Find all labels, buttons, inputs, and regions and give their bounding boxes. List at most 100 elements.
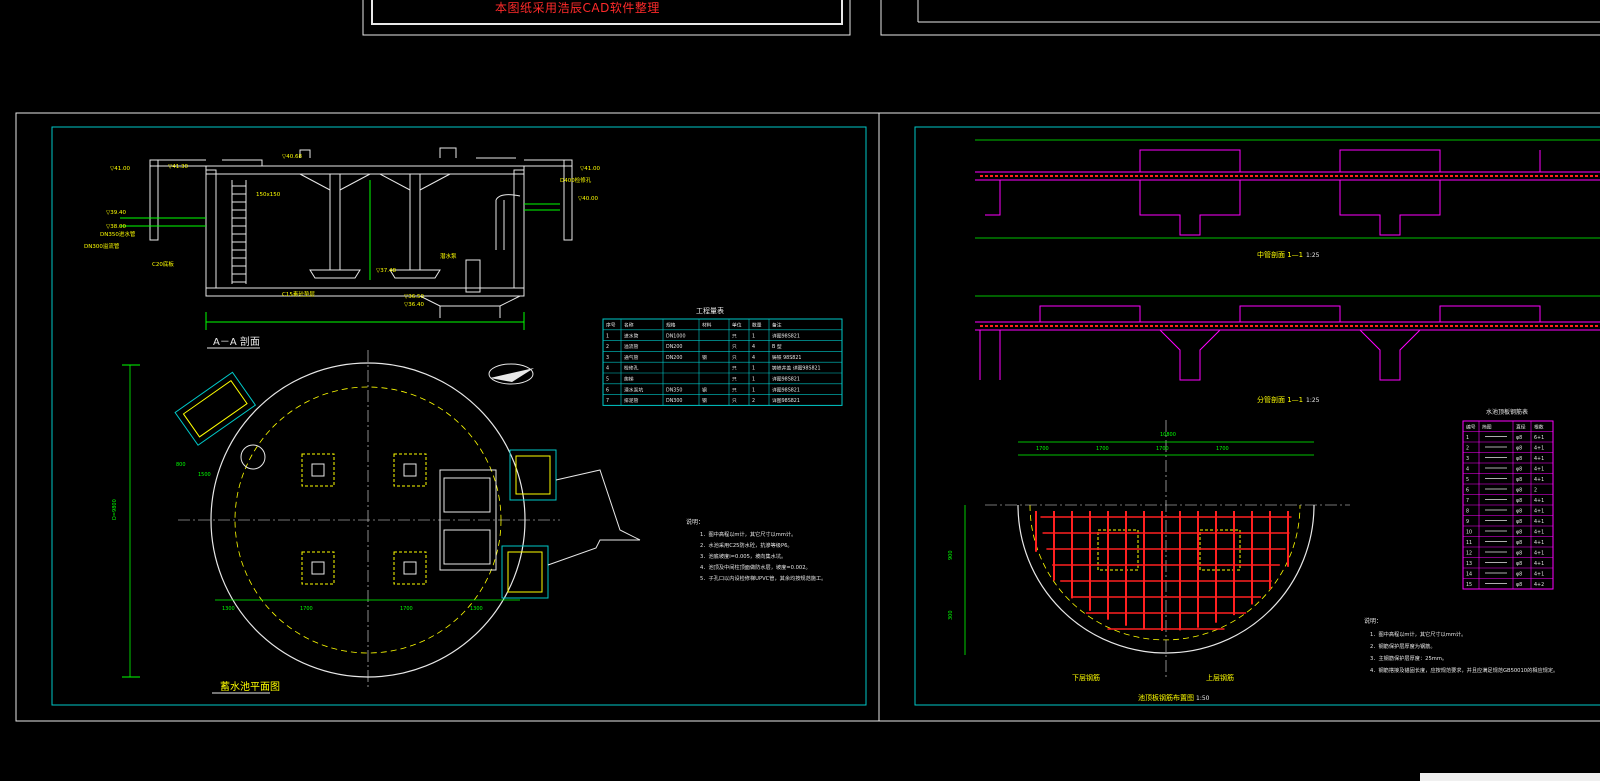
right-note-line: 1．图中高程以m计，其它尺寸以mm计。 (1370, 630, 1466, 638)
plan-dimension: D=9800 (112, 499, 118, 520)
quantity-table-header: 单位 (732, 322, 742, 329)
quantity-table-cell: DN1000 (666, 333, 686, 339)
rebar-table-cell: 4+1 (1534, 467, 1544, 473)
rebar-table-cell: 4+1 (1534, 477, 1544, 483)
rebar-table-header: 编号 (1466, 424, 1476, 431)
section-annotation: C20底板 (152, 260, 174, 268)
right-sheet: 中管剖面 1—1 1:25 分管剖面 1—1 1:25 (879, 112, 1600, 722)
quantity-table-cell: 进水管 (624, 332, 639, 339)
quantity-table-cell: 1 (752, 387, 755, 393)
section-1-1-title: 中管剖面 1—1 (1257, 250, 1303, 259)
half-plan-dimension: 1700 (1096, 446, 1109, 452)
right-note-line: 2．钢筋保护层厚度为钢筋。 (1370, 642, 1436, 650)
roof-slab-rebar-plan (964, 420, 1350, 680)
left-note-line: 1．图中高程以m计，其它尺寸以mm计。 (700, 530, 796, 538)
quantity-table-cell: DN200 (666, 344, 682, 350)
quantity-table-cell: 2 (606, 344, 609, 350)
left-note-line: 3．池底坡度i=0.005，坡向集水坑。 (700, 552, 786, 560)
quantity-table-cell: 只 (732, 377, 737, 383)
section-annotation: C15素砼垫层 (282, 290, 315, 298)
quantity-table-cell: 1 (752, 366, 755, 372)
rebar-table-cell: 14 (1466, 572, 1472, 578)
rebar-table-cell: 4+1 (1534, 498, 1544, 504)
plan-title: 蓄水池平面图 (220, 680, 280, 693)
rebar-table-cell: 4+1 (1534, 456, 1544, 462)
quantity-table-cell: 2 (752, 398, 755, 404)
quantity-table-cell: 爬梯 (624, 376, 634, 383)
quantity-table-cell: B 型 (772, 343, 782, 350)
section-annotation: 150x150 (256, 192, 281, 198)
left-sheet-inner-border (51, 126, 867, 706)
quantity-table-cell: 钢 (702, 397, 707, 404)
right-note-line: 4．钢筋搭接及锚固长度，应按规范要求，并且应满足规范GB50010的相应规定。 (1370, 666, 1558, 674)
elevation-label: ▽36.40 (404, 302, 424, 308)
column-footing (393, 551, 427, 585)
plan-dimension: 1300 (222, 606, 235, 612)
rebar-table-cell: φ8 (1516, 498, 1522, 504)
quantity-table-cell: 通气管 (624, 354, 639, 361)
left-sheet-outer-frame (15, 112, 880, 722)
quantity-table-header: 数量 (752, 322, 762, 329)
rebar-table-cell: φ8 (1516, 540, 1522, 546)
quantity-table-cell: 只 (732, 344, 737, 350)
rebar-table-cell: 2 (1466, 446, 1469, 452)
rebar-table-cell: φ8 (1516, 435, 1522, 441)
half-plan-dimension: 1700 (1216, 446, 1229, 452)
section-annotation: DN350进水管 (100, 230, 136, 238)
rebar-table-cell: φ8 (1516, 582, 1522, 588)
rebar-table-cell: 7 (1466, 498, 1469, 504)
column (311, 463, 325, 477)
rebar-table-cell: 4+1 (1534, 519, 1544, 525)
rebar-table-cell: 4+1 (1534, 551, 1544, 557)
quantity-table-cell: 1 (752, 377, 755, 383)
right-notes: 说明：1．图中高程以m计，其它尺寸以mm计。2．钢筋保护层厚度为钢筋。3．主钢筋… (1364, 617, 1558, 674)
aa-section-title: A－A 剖面 (213, 335, 260, 348)
rebar-table-cell: 4+1 (1534, 446, 1544, 452)
rebar-table-header: 根数 (1534, 424, 1544, 431)
rebar-table-title: 水池顶板钢筋表 (1486, 408, 1528, 416)
column-footing (393, 453, 427, 487)
quantity-table-cell: 潜水泵坑 (624, 386, 643, 393)
rebar-table-cell: 4 (1466, 467, 1469, 473)
rebar-table-cell: φ8 (1516, 467, 1522, 473)
column-footing (301, 453, 335, 487)
rebar-table-cell: 4+1 (1534, 509, 1544, 515)
section-2-scale: 1:25 (1306, 397, 1320, 404)
left-notes: 说明：1．图中高程以m计，其它尺寸以mm计。2．水池采用C25防水砼，抗渗等级P… (686, 518, 826, 582)
quantity-table-cell: 只 (732, 355, 737, 361)
rebar-table-cell: φ8 (1516, 488, 1522, 494)
aa-section-drawing (120, 147, 573, 330)
left-note-line: 4．池顶及中间柱顶面做防水层，坡度=0.002。 (700, 563, 811, 571)
half-plan-scale: 1:50 (1196, 695, 1210, 702)
elevation-label: ▽37.48 (376, 268, 396, 274)
elevation-label: ▽38.00 (106, 224, 126, 230)
section-annotation: 潜水泵 (440, 252, 457, 260)
rebar-table-cell: 4+1 (1534, 572, 1544, 578)
plan-dimension: 1700 (400, 606, 413, 612)
quantity-table-cell: 1 (606, 333, 609, 339)
rebar-table-cell: 4+1 (1534, 540, 1544, 546)
status-bar-fragment (1420, 773, 1600, 781)
lower-rebar-label: 下层钢筋 (1072, 673, 1100, 682)
half-plan-title: 池顶板钢筋布置图 (1138, 693, 1194, 702)
left-notes-title: 说明： (686, 518, 704, 526)
rebar-table-cell: φ8 (1516, 572, 1522, 578)
rebar-table-cell: 4+2 (1534, 582, 1544, 588)
elevation-label: ▽39.40 (106, 210, 126, 216)
quantity-table-header: 备注 (772, 322, 782, 329)
quantity-table-cell: 4 (606, 366, 609, 372)
column-footing (301, 551, 335, 585)
plan-dimension: 800 (176, 462, 186, 468)
quantity-table-header: 名称 (624, 322, 634, 329)
rebar-table-cell: 11 (1466, 540, 1472, 546)
right-note-line: 3．主钢筋保护层厚度：25mm。 (1370, 654, 1447, 662)
rebar-table-cell: 6 (1466, 488, 1469, 494)
elevation-label: ▽40.68 (282, 154, 302, 160)
quantity-table-cell: DN200 (666, 355, 682, 361)
quantity-table-cell: 只 (732, 398, 737, 404)
tank-plan-drawing (122, 350, 641, 690)
